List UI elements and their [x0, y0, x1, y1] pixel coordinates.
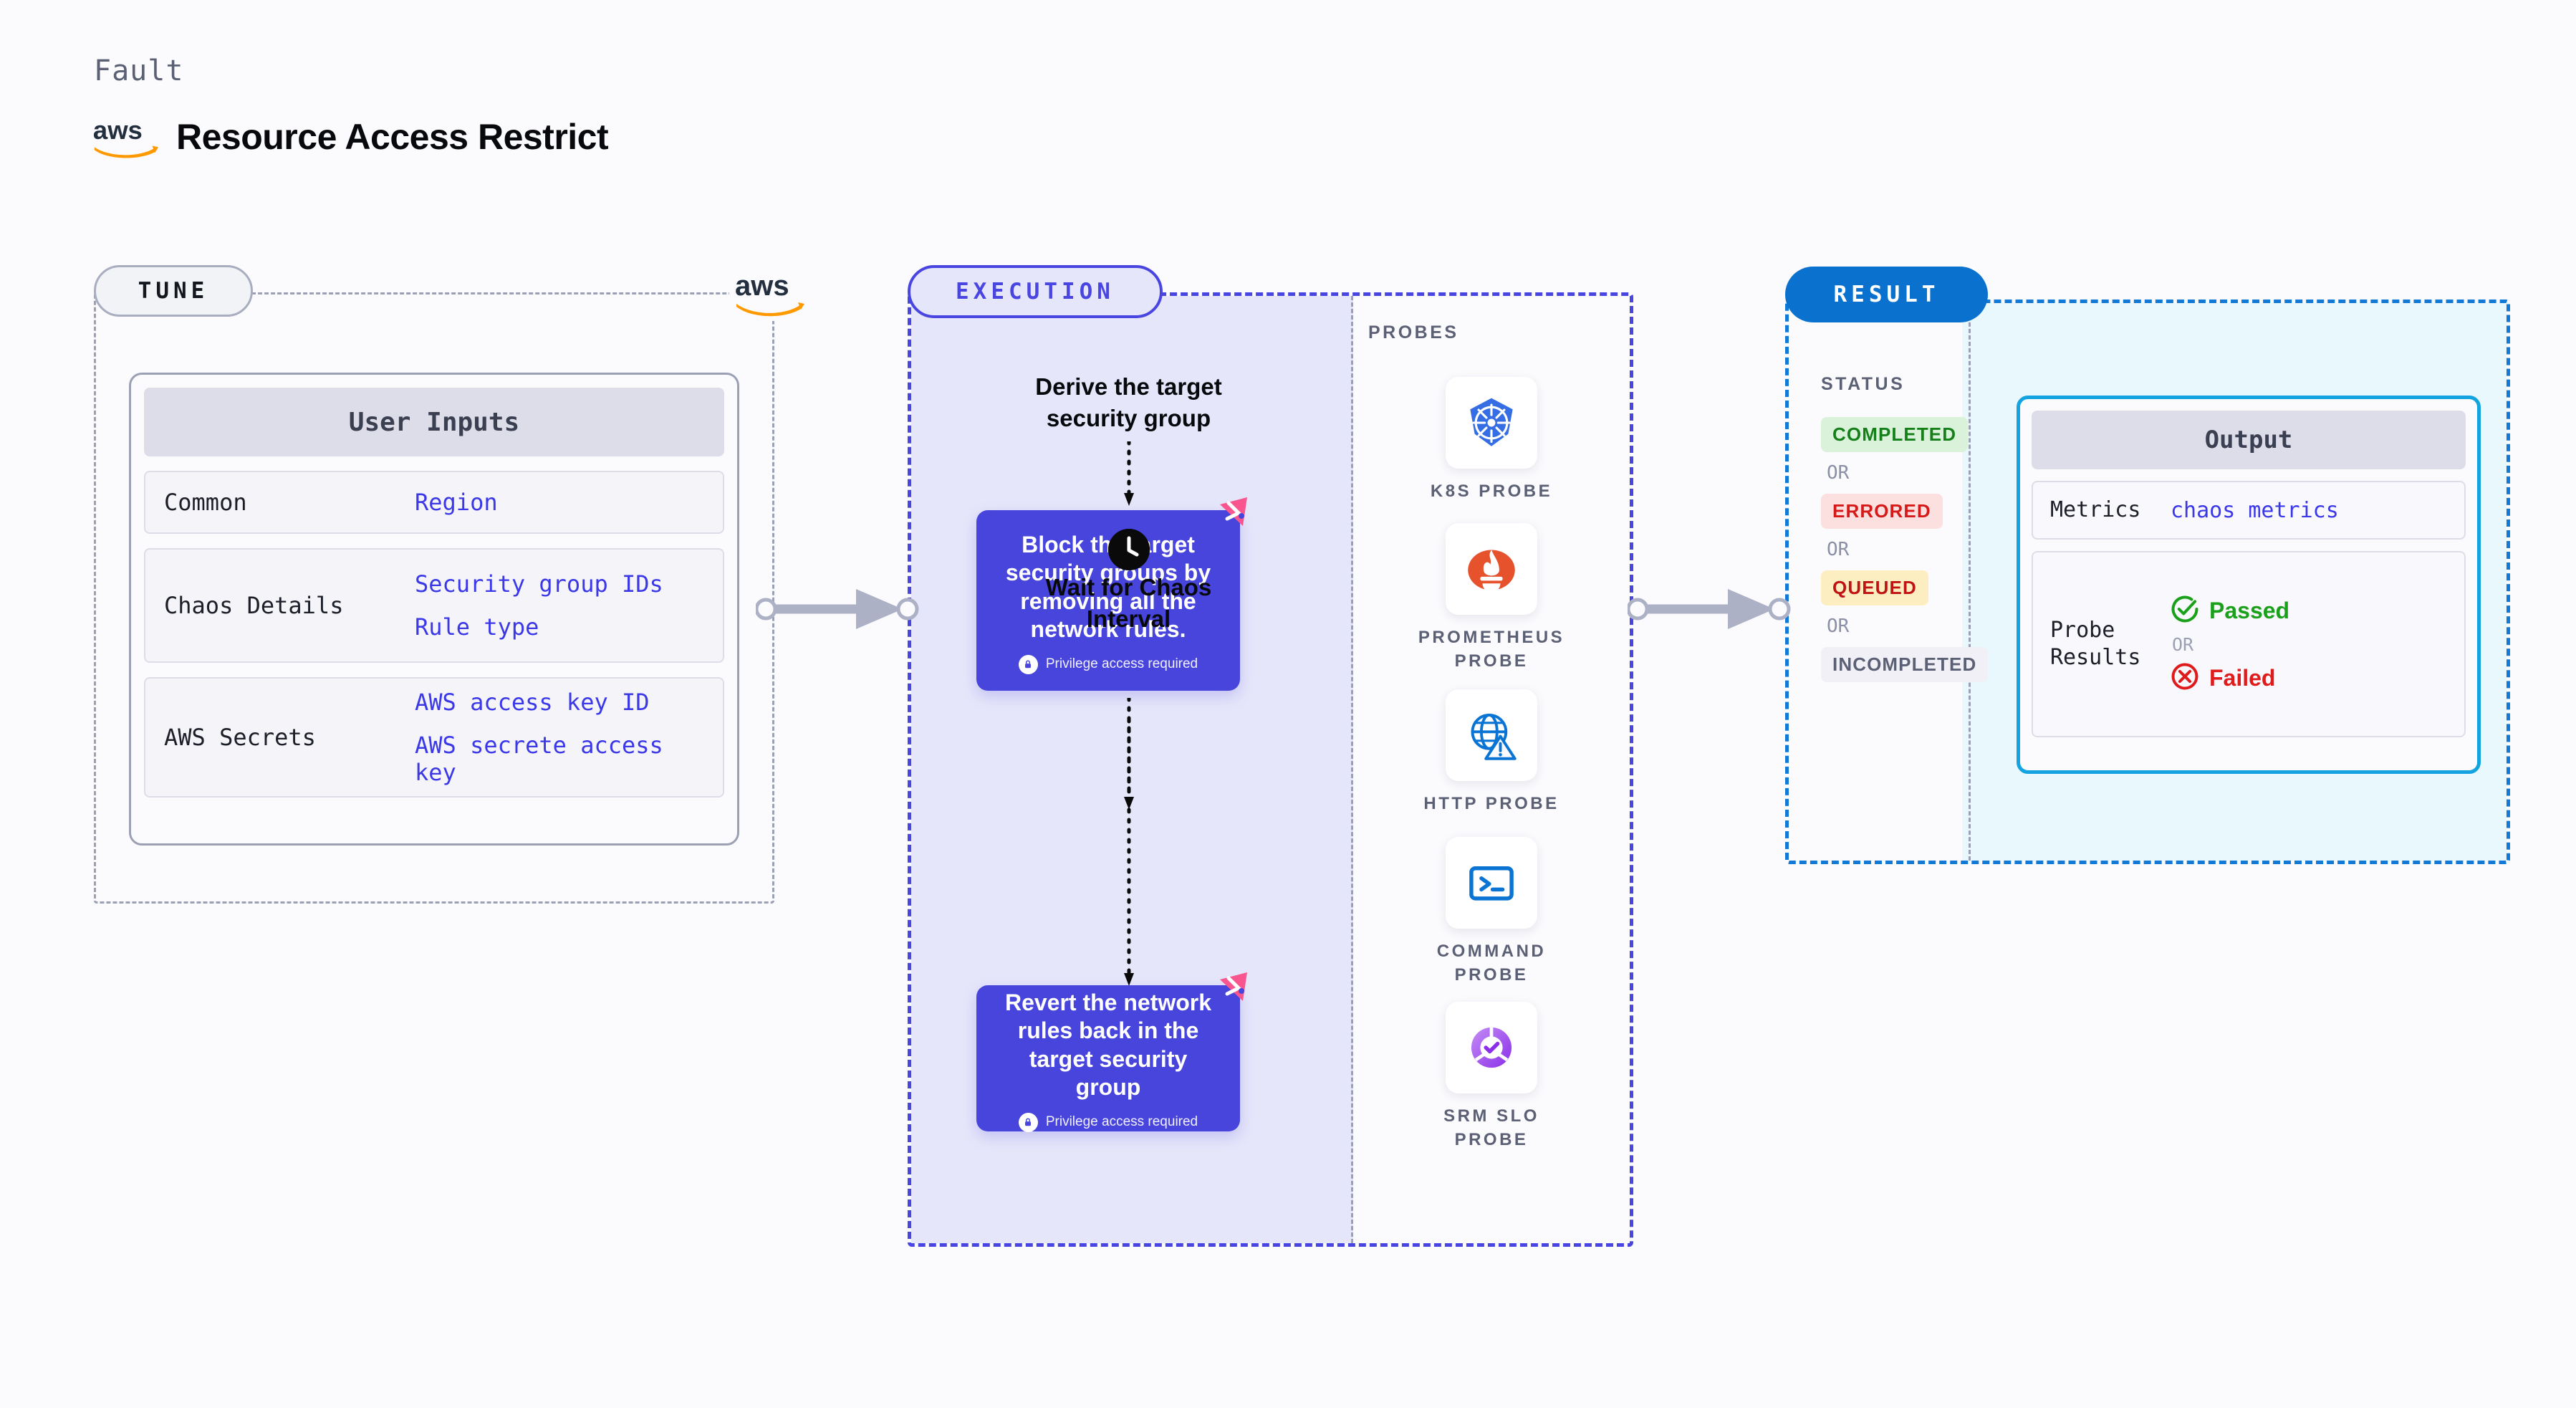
tune-pill[interactable]: TUNE — [94, 265, 253, 317]
aws-logo-icon: aws — [729, 265, 807, 321]
tune-panel — [94, 292, 774, 904]
srm-slo-icon — [1446, 1002, 1537, 1093]
output-row-label: Metrics — [2050, 497, 2141, 522]
globe-warning-icon — [1446, 689, 1537, 781]
user-inputs-title: User Inputs — [144, 388, 724, 456]
probe-label: K8S PROBE — [1430, 482, 1553, 501]
status-list: COMPLETED OR ERRORED OR QUEUED OR INCOMP… — [1821, 417, 1993, 682]
probe-label: SRM SLO PROBE — [1443, 1106, 1539, 1149]
status-or-label: OR — [1827, 616, 1850, 637]
probe-passed-label: Passed — [2209, 597, 2290, 623]
privilege-note: Privilege access required — [1018, 654, 1198, 674]
privilege-note-text: Privilege access required — [1045, 1114, 1198, 1130]
probe-failed-label: Failed — [2209, 664, 2276, 691]
x-circle-icon — [2171, 662, 2199, 694]
probe-result-options: Passed OR Failed — [2171, 595, 2289, 694]
probe-item-http[interactable]: HTTP PROBE — [1350, 689, 1633, 816]
probes-heading: PROBES — [1368, 322, 1459, 343]
probe-result-failed: Failed — [2171, 662, 2289, 694]
input-value[interactable]: Security group IDs — [415, 570, 663, 598]
input-row-values: Region — [415, 489, 498, 516]
prometheus-icon — [1446, 523, 1537, 615]
probe-item-command[interactable]: COMMAND PROBE — [1350, 837, 1633, 987]
result-divider — [1969, 303, 1971, 861]
execution-to-result-arrow — [1626, 573, 1807, 648]
status-badge-incompleted: INCOMPLETED — [1821, 647, 1989, 682]
input-row-aws-secrets[interactable]: AWS Secrets AWS access key ID AWS secret… — [144, 677, 724, 798]
input-row-label: AWS Secrets — [164, 724, 316, 751]
input-value[interactable]: Rule type — [415, 613, 539, 641]
lock-icon — [1018, 654, 1038, 674]
clock-icon — [1107, 529, 1150, 570]
probes-column: PROBES — [1350, 292, 1633, 1247]
execution-card-revert[interactable]: Revert the network rules back in the tar… — [976, 972, 1247, 1132]
aws-logo-icon: aws — [92, 115, 160, 159]
output-row-label: Probe Results — [2050, 617, 2141, 670]
step-derive-target-label: Derive the target security group — [1035, 373, 1222, 431]
probe-label: COMMAND PROBE — [1436, 942, 1547, 985]
probe-item-k8s[interactable]: K8S PROBE — [1350, 377, 1633, 504]
execution-pill[interactable]: EXECUTION — [908, 265, 1163, 318]
fault-kicker: Fault — [94, 54, 184, 87]
probe-result-passed: Passed — [2171, 595, 2289, 627]
lock-icon — [1018, 1112, 1038, 1132]
execution-card-block[interactable]: Block the target security groups by remo… — [976, 497, 1247, 691]
page-title: Resource Access Restrict — [176, 117, 609, 157]
terminal-icon — [1446, 837, 1537, 929]
probe-label: PROMETHEUS PROBE — [1418, 628, 1565, 671]
input-row-label: Common — [164, 489, 247, 516]
step-wait-chaos-interval-label: Wait for Chaos Interval — [1045, 574, 1212, 632]
output-card-title: Output — [2032, 411, 2466, 469]
chaos-badge-icon — [1214, 969, 1251, 1007]
privilege-note-text: Privilege access required — [1045, 656, 1198, 672]
user-inputs-card: User Inputs Common Region Chaos Details … — [129, 373, 739, 846]
status-badge-completed: COMPLETED — [1821, 417, 1969, 452]
check-circle-icon — [2171, 595, 2199, 627]
execution-card-text: Block the target security groups by remo… — [1005, 532, 1211, 642]
status-heading: STATUS — [1821, 374, 1905, 394]
flow-arrow-wait-to-revert — [1122, 651, 1136, 992]
output-row-value[interactable]: chaos metrics — [2171, 497, 2339, 523]
page-title-row: aws Resource Access Restrict — [92, 115, 609, 159]
chaos-badge-icon — [1214, 494, 1251, 532]
input-row-label: Chaos Details — [164, 592, 344, 619]
svg-text:aws: aws — [93, 115, 143, 145]
input-row-chaos-details[interactable]: Chaos Details Security group IDs Rule ty… — [144, 548, 724, 663]
privilege-note: Privilege access required — [1018, 1112, 1198, 1132]
status-badge-queued: QUEUED — [1821, 570, 1928, 605]
result-pill[interactable]: RESULT — [1785, 267, 1988, 322]
input-row-values: Security group IDs Rule type — [415, 570, 663, 641]
svg-text:aws: aws — [735, 270, 789, 302]
probe-item-prometheus[interactable]: PROMETHEUS PROBE — [1350, 523, 1633, 673]
probe-result-or-label: OR — [2172, 633, 2194, 655]
output-card: Output Metrics chaos metrics Probe Resul… — [2017, 396, 2481, 774]
input-value[interactable]: AWS access key ID — [415, 689, 650, 716]
status-badge-errored: ERRORED — [1821, 494, 1943, 529]
probe-item-srm-slo[interactable]: SRM SLO PROBE — [1350, 1002, 1633, 1151]
probe-label: HTTP PROBE — [1423, 794, 1559, 813]
kubernetes-icon — [1446, 377, 1537, 469]
input-value[interactable]: AWS secrete access key — [415, 732, 663, 786]
tune-to-execution-arrow — [754, 573, 928, 648]
output-row-probe-results[interactable]: Probe Results Passed OR — [2032, 551, 2466, 737]
flow-arrow-derive-to-block — [1122, 439, 1136, 511]
input-value[interactable]: Region — [415, 489, 498, 516]
output-row-metrics[interactable]: Metrics chaos metrics — [2032, 481, 2466, 540]
input-row-common[interactable]: Common Region — [144, 471, 724, 534]
execution-flow: Derive the target security group Block t… — [908, 292, 1350, 1247]
status-or-label: OR — [1827, 462, 1850, 484]
input-row-values: AWS access key ID AWS secrete access key — [415, 689, 704, 786]
status-or-label: OR — [1827, 539, 1850, 560]
execution-card-text: Revert the network rules back in the tar… — [1004, 990, 1212, 1100]
